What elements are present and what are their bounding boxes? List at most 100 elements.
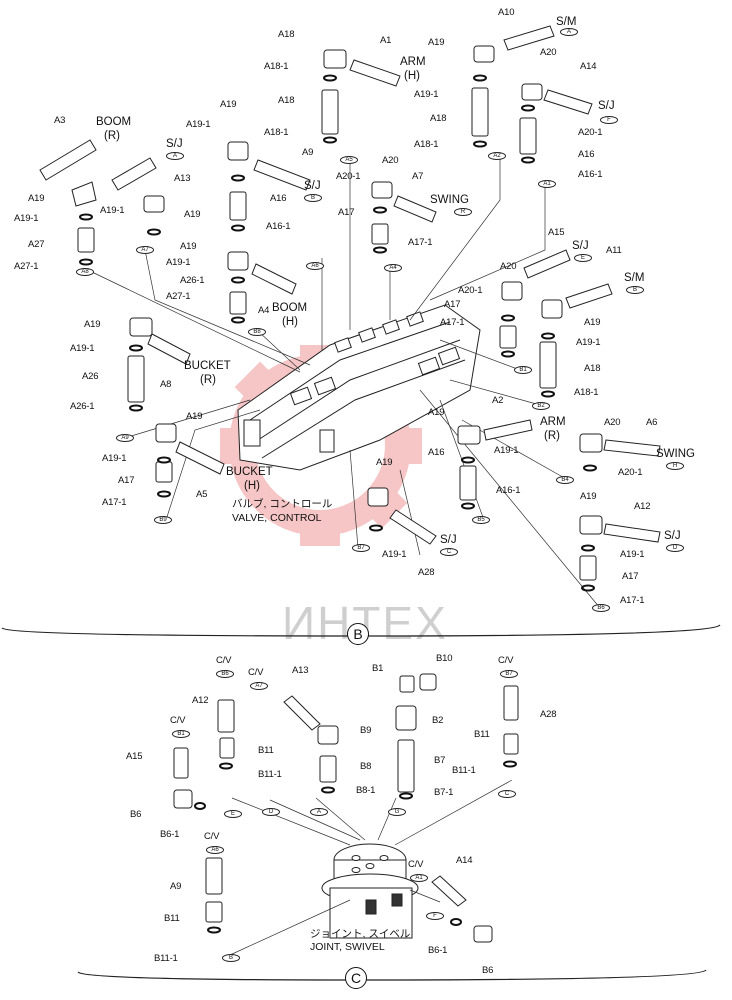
port-tag: B1 (172, 730, 190, 738)
part-label: A9 (302, 147, 314, 158)
part-label: A27-1 (166, 291, 191, 302)
label-sm-a: S/M (556, 16, 577, 28)
port-tag: B8 (248, 328, 266, 336)
port-tag: B9 (154, 516, 172, 524)
part-label: A19 (220, 99, 237, 110)
part-label: A20-1 (336, 171, 361, 182)
part-label: A13 (292, 665, 309, 676)
label-cv: C/V (204, 831, 220, 842)
label-bucket-r: BUCKET (184, 360, 231, 372)
label-sj-d: S/J (664, 530, 681, 542)
part-label: B7-1 (434, 787, 454, 798)
part-label: B2 (432, 715, 444, 726)
label-boom-h: BOOM (272, 302, 308, 314)
part-label: B11-1 (258, 769, 282, 780)
part-label: B11 (474, 729, 490, 740)
port-tag: A (166, 152, 184, 160)
part-label: B1 (372, 663, 384, 674)
part-label: A27 (28, 239, 45, 250)
part-label: A19 (180, 241, 197, 252)
section-marker-b: B (347, 623, 369, 645)
part-label: A17 (622, 571, 639, 582)
port-tag: A (310, 808, 328, 816)
part-label: A18-1 (264, 127, 289, 138)
part-label: A11 (606, 245, 622, 256)
part-label: B8 (360, 761, 372, 772)
port-tag: A1 (538, 180, 556, 188)
part-label: A1 (380, 35, 392, 46)
label-cv: C/V (216, 655, 232, 666)
part-label: A19 (28, 193, 45, 204)
part-label: A20 (382, 155, 399, 166)
port-tag: A1 (410, 874, 428, 882)
label-sj-b: S/J (304, 180, 321, 192)
part-label: A17-1 (620, 595, 645, 606)
label-cv: C/V (408, 859, 424, 870)
part-label: A20 (500, 261, 517, 272)
part-label: A19 (580, 491, 597, 502)
port-tag: B (304, 194, 322, 202)
part-label: A18-1 (574, 387, 599, 398)
part-label: B8-1 (356, 785, 376, 796)
port-tag: F (426, 912, 444, 920)
joint-caption-jp: ジョイント, スイベル (310, 928, 411, 940)
part-label: A20-1 (618, 467, 643, 478)
label-cv: C/V (248, 667, 264, 678)
part-label: B11 (258, 745, 274, 756)
port-tag: A7 (250, 682, 268, 690)
part-label: A19-1 (576, 337, 601, 348)
part-label: A17 (118, 475, 135, 486)
port-tag: B6 (592, 604, 610, 612)
port-tag: A (560, 28, 578, 36)
part-label: B11-1 (452, 765, 476, 776)
part-label: A9 (170, 881, 182, 892)
part-label: A19-1 (14, 213, 39, 224)
port-tag: B7 (500, 670, 518, 678)
part-label: A20 (604, 417, 621, 428)
part-label: A19 (186, 411, 203, 422)
part-label: A19-1 (70, 343, 95, 354)
part-label: A18-1 (414, 139, 439, 150)
part-label: A19-1 (382, 549, 407, 560)
label-boom-r: BOOM (96, 116, 132, 128)
port-tag: B2 (532, 402, 550, 410)
port-tag: E (224, 810, 242, 818)
o-rings-upper (79, 74, 597, 592)
part-label: A26 (82, 371, 99, 382)
part-label: A16-1 (578, 169, 603, 180)
label-cv: C/V (498, 655, 514, 666)
o-rings-lower (194, 760, 517, 934)
port-tag: G (388, 808, 406, 816)
part-label: A17 (338, 207, 355, 218)
part-label: A15 (548, 227, 565, 238)
label-arm-h-side: (H) (404, 70, 420, 82)
part-label: A19-1 (100, 205, 125, 216)
part-label: A5 (196, 489, 208, 500)
part-label: A14 (456, 855, 473, 866)
fittings-upper (39, 25, 661, 581)
port-tag: A9 (116, 434, 134, 442)
swivel-joint-body (321, 843, 419, 939)
label-swing-r: SWING (430, 194, 469, 206)
label-arm-r-side: (R) (544, 430, 560, 442)
part-label: A19-1 (102, 453, 127, 464)
port-tag: B (222, 954, 240, 962)
part-label: A20 (540, 47, 557, 58)
part-label: A28 (418, 567, 435, 578)
part-label: A18 (278, 29, 295, 40)
part-label: A19 (428, 37, 445, 48)
valve-caption-en: VALVE, CONTROL (232, 512, 322, 524)
label-boom-r-side: (R) (104, 130, 120, 142)
part-label: A27-1 (14, 261, 39, 272)
port-tag: B4 (556, 476, 574, 484)
fittings-lower (173, 673, 519, 943)
port-tag: E (574, 254, 592, 262)
port-tag: A8 (76, 268, 94, 276)
label-arm-r: ARM (540, 416, 566, 428)
part-label: A4 (258, 305, 270, 316)
part-label: A13 (174, 173, 191, 184)
part-label: A14 (580, 61, 597, 72)
part-label: A28 (540, 709, 557, 720)
port-tag: A6 (306, 262, 324, 270)
